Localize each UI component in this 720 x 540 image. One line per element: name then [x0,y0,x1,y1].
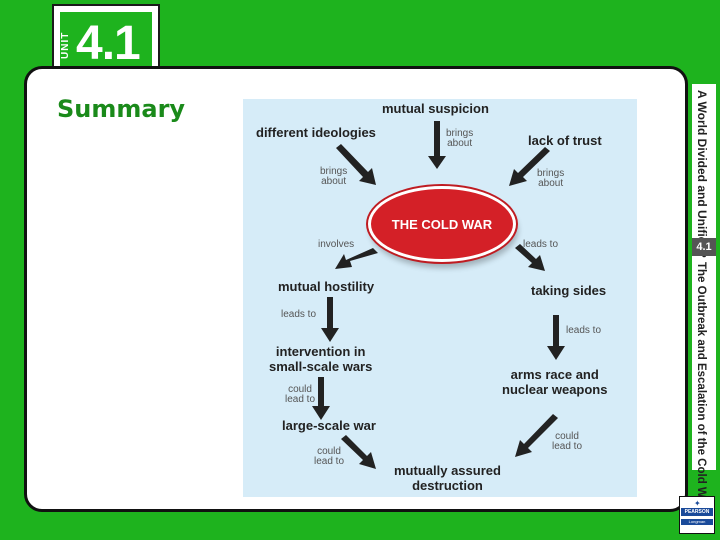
connector-text: could [555,431,579,442]
sidebar-section-badge: 4.1 [692,238,716,256]
sidebar-section-title: The Outbreak and Escalation of the Cold … [695,262,707,509]
connector-text: about [447,138,473,149]
unit-word: UNIT [60,31,71,59]
connector-text: brings [446,128,474,139]
node-lack-of-trust: lack of trust [528,133,602,148]
connector-arrow-icon [515,244,545,271]
connector-arrow-icon [341,435,376,469]
connector-leads-to: leads to [523,239,559,250]
unit-badge-inner: UNIT 4.1 [60,12,152,76]
connector-arrow-icon [509,147,550,186]
node-large-scale-war: large-scale war [282,418,376,433]
connector-text: about [321,176,347,187]
connector-could-lead-to: could lead to [552,432,582,452]
cold-war-diagram: mutual suspicion different ideologies la… [243,99,637,497]
connector-text: lead to [314,456,345,467]
connector-could-lead-to: could lead to [285,385,315,405]
node-line: small-scale wars [269,359,373,374]
connector-text: could [317,446,341,457]
connector-arrow-icon [321,297,339,342]
node-line: arms race and [510,367,599,382]
connector-leads-to: leads to [281,309,317,320]
connector-could-lead-to: could lead to [314,447,344,467]
connector-arrow-icon [428,121,446,169]
node-intervention: intervention in small-scale wars [269,344,372,374]
publisher-mark: ✦ [694,499,701,508]
node-different-ideologies: different ideologies [256,125,376,140]
center-node-cold-war: THE COLD WAR [368,186,516,262]
connector-text: brings [320,166,348,177]
connector-arrow-icon [336,144,376,185]
connector-text: about [538,178,564,189]
node-mutual-hostility: mutual hostility [278,279,375,294]
connector-text: lead to [285,394,316,405]
node-taking-sides: taking sides [531,283,607,298]
connector-brings-about: brings about [320,167,347,187]
node-line: nuclear weapons [502,382,608,397]
publisher-logo-icon: ✦ PEARSON Longman [679,496,715,534]
node-arms-race: arms race and nuclear weapons [502,367,607,397]
connector-arrow-icon [335,248,378,269]
node-mutually-assured-destruction: mutually assured destruction [394,463,501,493]
sidebar-chapter-title: A World Divided and Unified? [695,90,709,258]
center-node-label: THE COLD WAR [391,216,493,232]
node-line: intervention in [275,344,366,359]
connector-brings-about: brings about [537,169,564,189]
publisher-name: PEARSON [681,508,713,516]
node-mutual-suspicion: mutual suspicion [382,101,489,116]
connector-arrow-icon [515,414,558,457]
node-line: mutually assured [394,463,501,478]
connector-arrow-icon [547,315,565,360]
arrows-layer [312,121,565,469]
unit-number: 4.1 [76,17,141,70]
connector-brings-about: brings about [446,129,473,149]
connector-arrow-icon [312,377,330,420]
node-line: destruction [412,478,483,493]
connector-text: brings [537,168,565,179]
slide-title: Summary [57,95,186,123]
connector-text: lead to [552,441,583,452]
connector-text: could [288,384,312,395]
chapter-sidebar: A World Divided and Unified? 4.1 The Out… [692,84,716,508]
publisher-sub: Longman [681,519,713,525]
connector-leads-to: leads to [566,325,602,336]
connector-involves: involves [318,239,355,250]
